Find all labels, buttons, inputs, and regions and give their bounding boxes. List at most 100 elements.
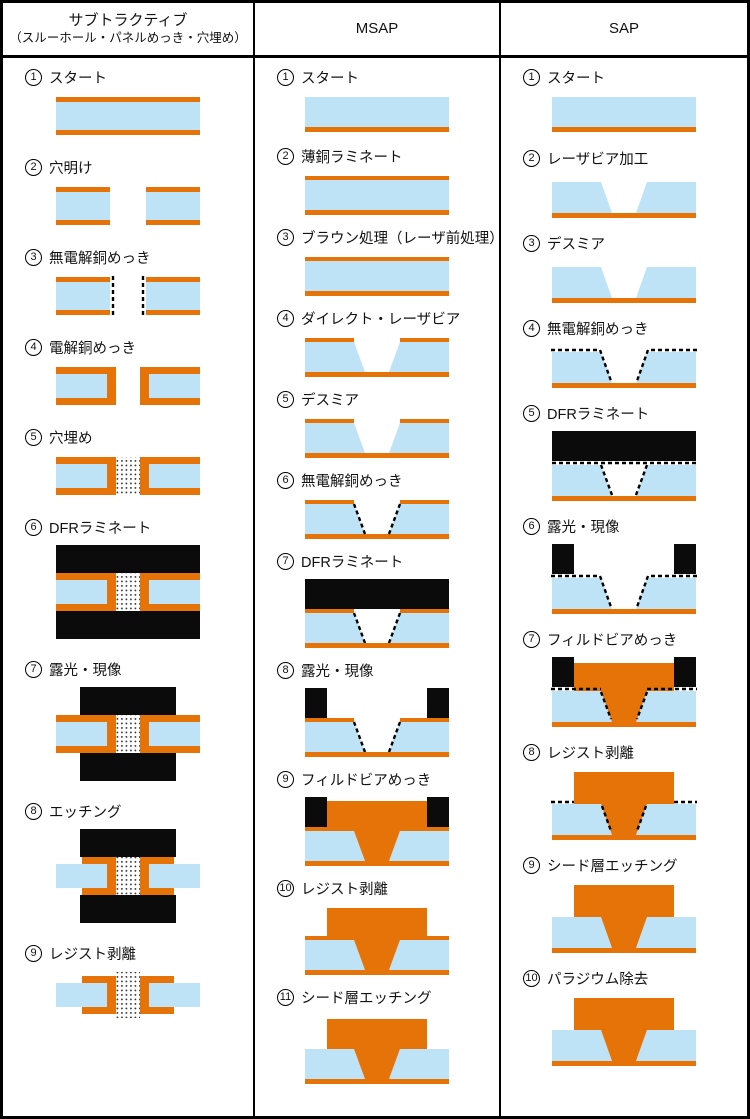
diagram-start <box>56 97 200 135</box>
header-title: サブトラクティブ <box>68 11 188 29</box>
step-msap-1: 1 スタート <box>255 67 499 135</box>
step-label: 2 レーザビア加工 <box>501 148 747 169</box>
step-title: 露光・現像 <box>49 663 122 679</box>
step-number: 1 <box>25 69 42 86</box>
step-number: 4 <box>25 339 42 356</box>
step-title: 無電解銅めっき <box>49 251 151 267</box>
diagram-dfr-laminate <box>549 431 699 503</box>
diagram-resist-strip <box>549 770 699 842</box>
table-header-row: サブトラクティブ （スルーホール・パネルめっき・穴埋め） MSAP SAP <box>3 3 747 58</box>
step-number: 3 <box>25 249 42 266</box>
step-subtractive-1: 1 スタート <box>3 67 253 137</box>
step-title: スタート <box>547 71 605 87</box>
step-number: 1 <box>277 69 294 86</box>
step-label: 2 穴明け <box>3 157 253 178</box>
step-label: 2 薄銅ラミネート <box>255 146 499 167</box>
diagram-filled-via-plating <box>549 657 699 729</box>
step-number: 11 <box>277 989 294 1006</box>
step-label: 10 パラジウム除去 <box>501 968 747 989</box>
step-title: ダイレクト・レーザビア <box>301 312 461 328</box>
step-label: 4 無電解銅めっき <box>501 318 747 339</box>
step-label: 3 無電解銅めっき <box>3 247 253 268</box>
step-sap-5: 5 DFRラミネート <box>501 403 747 503</box>
step-sap-3: 3 デスミア <box>501 233 747 305</box>
step-title: フィルドビアめっき <box>301 773 432 789</box>
step-title: エッチング <box>49 805 122 821</box>
diagram-brown-treatment <box>305 257 449 296</box>
step-label: 1 スタート <box>501 67 747 88</box>
diagram-expose-develop <box>302 688 452 758</box>
step-msap-8: 8 露光・現像 <box>255 660 499 758</box>
diagram-desmear <box>305 419 449 458</box>
table-body: 1 スタート 2 穴明け 3 無電解銅めっき <box>3 58 747 1116</box>
step-title: レジスト剥離 <box>547 746 634 762</box>
diagram-laser-via <box>552 182 696 218</box>
step-label: 9 シード層エッチング <box>501 855 747 876</box>
diagram-direct-laser-via <box>305 338 449 377</box>
step-sap-9: 9 シード層エッチング <box>501 855 747 955</box>
step-number: 4 <box>277 310 294 327</box>
step-number: 6 <box>25 519 42 536</box>
step-label: 6 DFRラミネート <box>3 517 253 538</box>
step-title: デスミア <box>547 237 605 253</box>
step-title: 穴明け <box>49 161 93 177</box>
step-number: 9 <box>25 945 42 962</box>
step-subtractive-6: 6 DFRラミネート <box>3 517 253 639</box>
step-label: 6 無電解銅めっき <box>255 470 499 491</box>
diagram-etching <box>56 829 200 923</box>
step-msap-6: 6 無電解銅めっき <box>255 470 499 540</box>
column-msap: 1 スタート 2 薄銅ラミネート 3 ブラウン処理（レーザ前処理） <box>255 58 501 1116</box>
step-label: 3 デスミア <box>501 233 747 254</box>
column-header-subtractive: サブトラクティブ （スルーホール・パネルめっき・穴埋め） <box>3 3 255 55</box>
diagram-seed-layer-etching <box>305 1019 449 1084</box>
diagram-palladium-removal <box>549 996 699 1068</box>
step-title: スタート <box>301 71 359 87</box>
step-label: 1 スタート <box>255 67 499 88</box>
step-title: ブラウン処理（レーザ前処理） <box>301 231 501 247</box>
diagram-expose-develop <box>549 544 699 616</box>
diagram-thin-copper-laminate <box>305 176 449 215</box>
step-number: 3 <box>523 235 540 252</box>
step-title: フィルドビアめっき <box>547 633 678 649</box>
step-sap-2: 2 レーザビア加工 <box>501 148 747 220</box>
step-label: 5 DFRラミネート <box>501 403 747 424</box>
step-label: 10 レジスト剥離 <box>255 878 499 899</box>
step-label: 8 レジスト剥離 <box>501 742 747 763</box>
step-number: 2 <box>277 148 294 165</box>
diagram-filled-via-plating <box>305 797 449 866</box>
diagram-seed-layer-etching <box>549 883 699 955</box>
step-title: シード層エッチング <box>301 991 432 1007</box>
diagram-resist-strip <box>56 972 200 1018</box>
step-msap-11: 11 シード層エッチング <box>255 987 499 1085</box>
step-subtractive-5: 5 穴埋め <box>3 427 253 497</box>
step-msap-3: 3 ブラウン処理（レーザ前処理） <box>255 227 499 297</box>
column-sap: 1 スタート 2 レーザビア加工 3 デスミア <box>501 58 747 1116</box>
diagram-dfr-laminate <box>302 579 452 649</box>
step-msap-9: 9 フィルドビアめっき <box>255 769 499 867</box>
step-subtractive-3: 3 無電解銅めっき <box>3 247 253 317</box>
step-label: 8 露光・現像 <box>255 660 499 681</box>
step-title: DFRラミネート <box>49 521 152 537</box>
header-title: SAP <box>608 19 639 37</box>
step-sap-7: 7 フィルドビアめっき <box>501 629 747 729</box>
step-label: 1 スタート <box>3 67 253 88</box>
step-title: DFRラミネート <box>547 407 650 423</box>
step-sap-10: 10 パラジウム除去 <box>501 968 747 1068</box>
column-subtractive: 1 スタート 2 穴明け 3 無電解銅めっき <box>3 58 255 1116</box>
step-label: 3 ブラウン処理（レーザ前処理） <box>255 227 499 248</box>
step-sap-1: 1 スタート <box>501 67 747 135</box>
step-number: 5 <box>277 391 294 408</box>
step-sap-6: 6 露光・現像 <box>501 516 747 616</box>
step-sap-8: 8 レジスト剥離 <box>501 742 747 842</box>
diagram-desmear <box>552 267 696 303</box>
step-title: 無電解銅めっき <box>301 474 403 490</box>
step-label: 6 露光・現像 <box>501 516 747 537</box>
step-title: 薄銅ラミネート <box>301 150 403 166</box>
step-title: スタート <box>49 71 107 87</box>
diagram-electroless-copper <box>53 275 203 317</box>
step-label: 7 露光・現像 <box>3 659 253 680</box>
step-title: シード層エッチング <box>547 859 678 875</box>
column-header-msap: MSAP <box>255 3 501 55</box>
step-subtractive-2: 2 穴明け <box>3 157 253 227</box>
diagram-drilling <box>56 187 200 225</box>
